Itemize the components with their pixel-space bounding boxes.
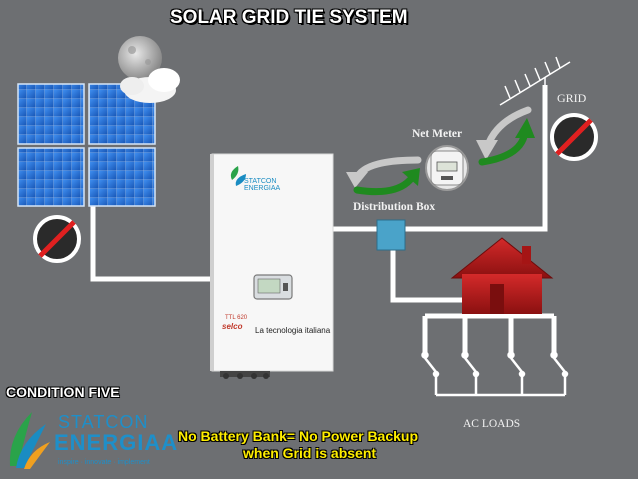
diagram-title: SOLAR GRID TIE SYSTEM [170, 7, 408, 28]
house-icon [450, 237, 554, 314]
inverter-brand-line1: STATCON [244, 178, 277, 185]
logo-tagline: inspire · innovate · implement [58, 459, 150, 466]
solar-panel-array [17, 83, 156, 207]
solar-panel [17, 147, 85, 207]
ac-load-switches [421, 351, 569, 397]
no-symbol-icon [33, 215, 81, 263]
distribution-box-label: Distribution Box [353, 201, 436, 213]
switch-icon [421, 351, 440, 395]
logo-leaf-icon [9, 412, 50, 469]
power-flow-arrows [346, 106, 535, 196]
inverter [210, 153, 334, 379]
distbox-to-loads-wire [390, 250, 463, 303]
sun-behind-cloud-icon [118, 36, 180, 103]
loads-bus [422, 313, 557, 352]
arrow-green-head [402, 168, 420, 186]
inverter-tagline: La tecnologia italiana [255, 326, 331, 335]
inverter-brand: STATCON ENERGIAA [244, 178, 280, 192]
arrow-grey-head [476, 140, 498, 160]
wiring [90, 85, 557, 352]
note-line-1: No Battery Bank= No Power Backup [178, 428, 419, 444]
distribution-box [376, 219, 406, 251]
switch-icon [507, 351, 526, 395]
inverter-maker: selco [222, 322, 243, 331]
solar-panel [88, 147, 156, 207]
company-logo: STATCON ENERGIAA inspire · innovate · im… [4, 406, 177, 474]
arrow-green-head [515, 118, 535, 138]
no-symbol-icon [550, 113, 598, 161]
antenna-icon [499, 56, 571, 106]
net-meter-label: Net Meter [412, 128, 463, 140]
ac-loads-label: AC LOADS [463, 418, 521, 430]
switch-icon [461, 351, 480, 395]
arrow-green-to-meter [353, 176, 414, 196]
inverter-brand-line2: ENERGIAA [244, 185, 281, 192]
logo-line-2: ENERGIAA [54, 430, 179, 455]
condition-label: CONDITION FIVE [6, 384, 120, 400]
inverter-model: TTL 620 [225, 315, 248, 321]
panel-to-inverter-wire [90, 206, 211, 282]
logo-line-1: STATCON [58, 412, 149, 432]
distbox-to-grid-wire [405, 85, 548, 232]
solar-panel [17, 83, 85, 145]
grid-label: GRID [557, 91, 587, 105]
switch-icon [550, 351, 569, 395]
arrow-grey-head [346, 172, 368, 188]
note-line-2: when Grid is absent [243, 445, 377, 461]
net-meter [425, 145, 469, 191]
